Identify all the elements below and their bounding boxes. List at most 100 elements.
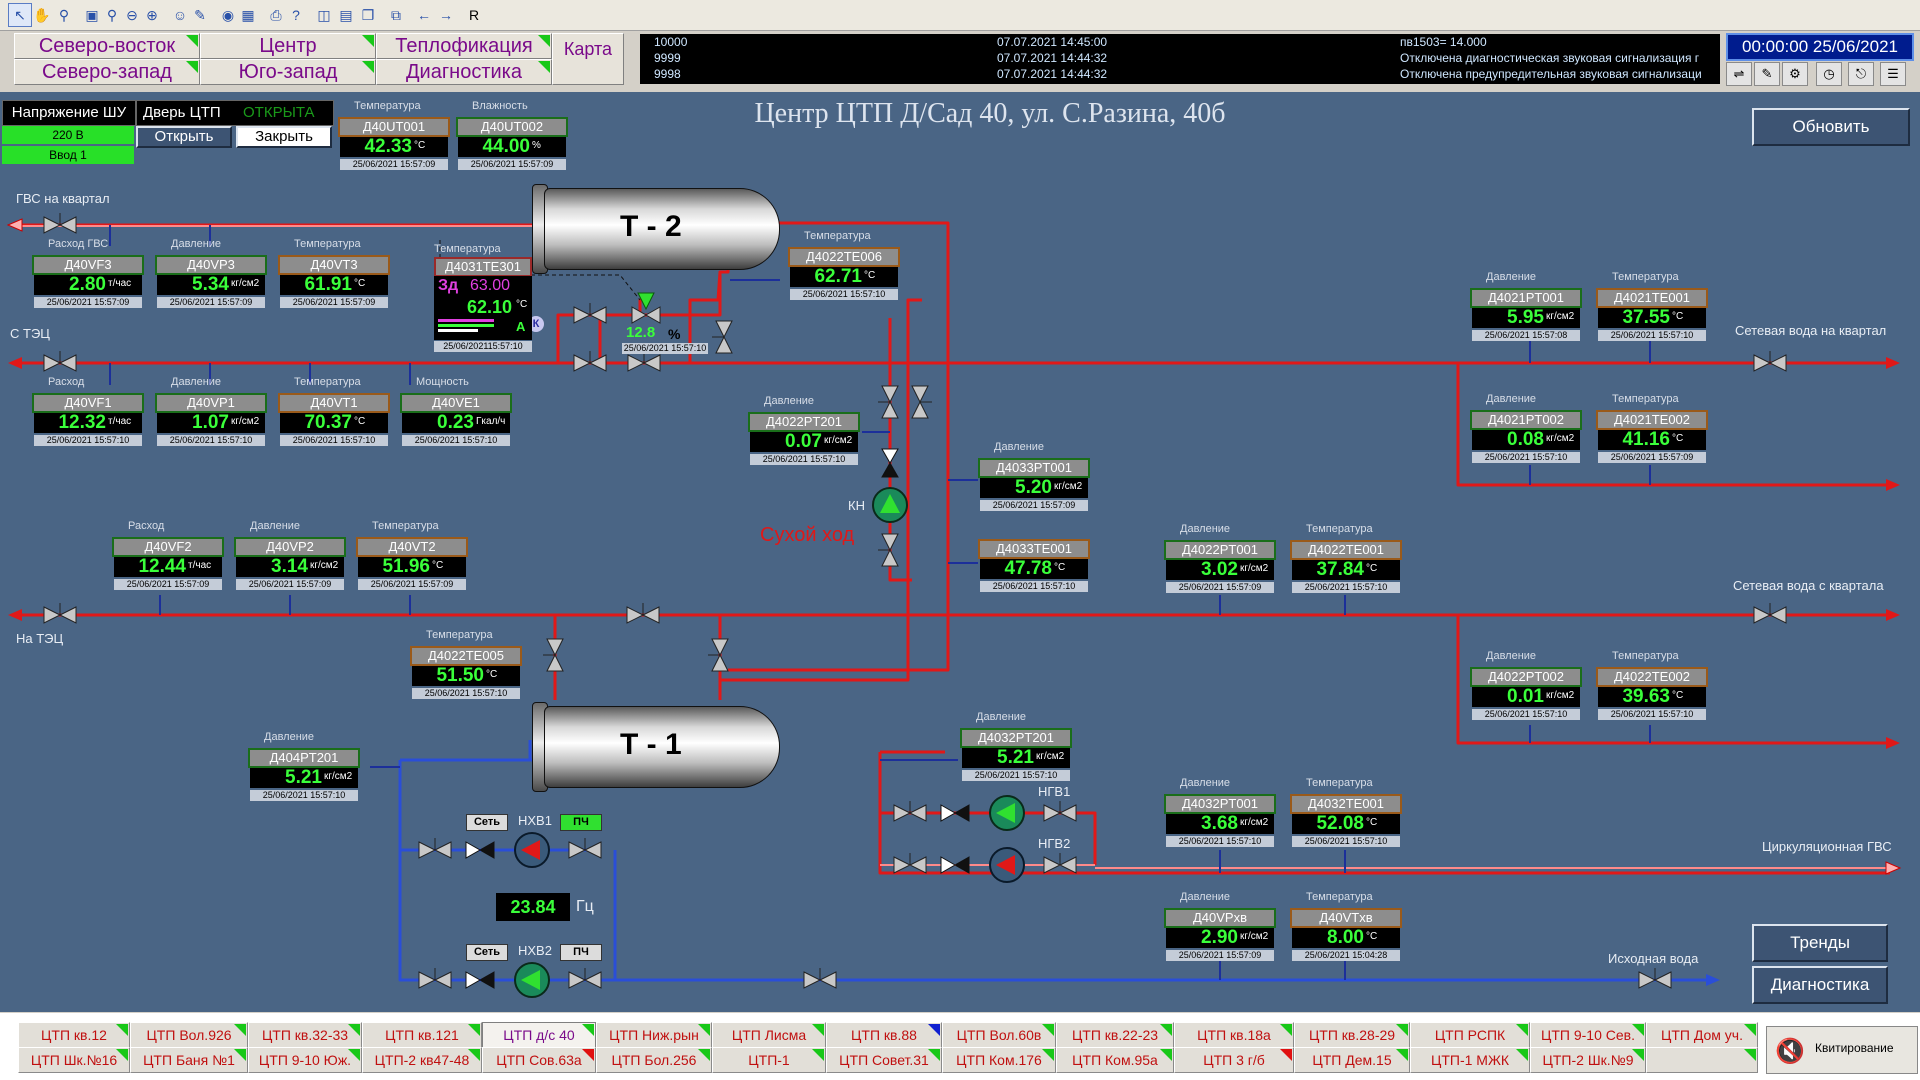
nav-diagnostika[interactable]: Диагностика <box>376 59 552 85</box>
station-tab[interactable]: ЦТП Лисма <box>712 1022 826 1048</box>
binoculars-icon[interactable]: ◉ <box>221 7 235 23</box>
network-icon[interactable]: ⇌ <box>1726 62 1752 86</box>
station-tab[interactable]: ЦТП Ком.176 <box>942 1047 1056 1073</box>
layout3-icon[interactable]: ❐ <box>361 7 375 23</box>
settings-icon[interactable]: ⚙ <box>1782 62 1808 86</box>
forward-icon[interactable]: → <box>439 7 453 23</box>
hvb2-net-button[interactable]: Сеть <box>466 944 508 961</box>
hand-icon[interactable]: ✋ <box>33 7 51 23</box>
station-tab[interactable]: ЦТП 9-10 Юж. <box>248 1047 362 1073</box>
station-tab[interactable]: ЦТП Ниж.рын <box>596 1022 712 1048</box>
tank-t2[interactable] <box>544 188 780 270</box>
nav-teplofikaciya[interactable]: Теплофикация <box>376 33 552 59</box>
nav-severo-vostok[interactable]: Северо-восток <box>14 33 200 59</box>
station-tab[interactable]: ЦТП кв.121 <box>362 1022 482 1048</box>
station-tab[interactable]: ЦТП Шк.№16 <box>18 1047 130 1073</box>
station-tab[interactable]: ЦТП кв.12 <box>18 1022 130 1048</box>
station-tab[interactable]: ЦТП-2 Шк.№9 <box>1530 1047 1646 1073</box>
station-tab[interactable]: ЦТП кв.28-29 <box>1294 1022 1410 1048</box>
event-log[interactable]: 10000 07.07.2021 14:45:00 пв1503= 14.000… <box>640 34 1720 84</box>
nav-severo-zapad[interactable]: Северо-запад <box>14 59 200 85</box>
door-open-button[interactable]: Открыть <box>136 126 232 148</box>
zoom-fit-icon[interactable]: ▣ <box>85 7 99 23</box>
clock-icon[interactable]: ◷ <box>1816 62 1842 86</box>
door-close-button[interactable]: Закрыть <box>236 126 332 148</box>
trends-button[interactable]: Тренды <box>1752 924 1888 962</box>
hvb1-pch-button[interactable]: ПЧ <box>560 814 602 831</box>
users-icon[interactable]: ☺ <box>172 7 188 23</box>
exit-door-icon[interactable]: ⎋ <box>1848 62 1874 86</box>
edit-icon[interactable]: ✎ <box>1754 62 1780 86</box>
layout2-icon[interactable]: ▤ <box>339 7 353 23</box>
printer-icon[interactable]: ⎙ <box>270 7 282 23</box>
zoom-in-icon[interactable]: ⊕ <box>146 7 158 23</box>
station-tab[interactable]: ЦТП Совет.31 <box>826 1047 942 1073</box>
magnify-icon[interactable]: ⚲ <box>58 7 70 23</box>
refresh-button[interactable]: Обновить <box>1752 108 1910 146</box>
station-tab[interactable]: ЦТП Ком.95а <box>1056 1047 1174 1073</box>
station-tab[interactable]: ЦТП Вол.60в <box>942 1022 1056 1048</box>
station-tab[interactable]: ЦТП-1 МЖК <box>1410 1047 1530 1073</box>
cursor-icon[interactable]: ↖ <box>8 3 32 27</box>
zoom-window-icon[interactable]: ⚲ <box>106 7 118 23</box>
station-tab[interactable]: ЦТП Сов.63а <box>482 1047 596 1073</box>
station-tab[interactable]: ЦТП Дом уч. <box>1646 1022 1758 1048</box>
station-tab[interactable]: ЦТП 9-10 Сев. <box>1530 1022 1646 1048</box>
station-tab[interactable]: ЦТП Вол.926 <box>130 1022 248 1048</box>
station-tab[interactable]: ЦТП кв.32-33 <box>248 1022 362 1048</box>
hvb2-pch-button[interactable]: ПЧ <box>560 944 602 961</box>
grid-icon[interactable]: ▦ <box>241 7 255 23</box>
nav-karta[interactable]: Карта <box>552 33 624 85</box>
nav-centr[interactable]: Центр <box>200 33 376 59</box>
layout1-icon[interactable]: ◫ <box>317 7 331 23</box>
diagnostics-button[interactable]: Диагностика <box>1752 966 1888 1004</box>
station-tab[interactable]: ЦТП-1 <box>712 1047 826 1073</box>
station-tab[interactable]: ЦТП 3 г/б <box>1174 1047 1294 1073</box>
station-tab[interactable]: ЦТП Дем.15 <box>1294 1047 1410 1073</box>
acknowledge-button[interactable]: 🔇 Квитирование <box>1766 1026 1918 1074</box>
station-tab[interactable]: ЦТП кв.18а <box>1174 1022 1294 1048</box>
station-tab[interactable]: ЦТП Баня №1 <box>130 1047 248 1073</box>
station-tab[interactable]: ЦТП Бол.256 <box>596 1047 712 1073</box>
station-tab[interactable]: ЦТП кв.88 <box>826 1022 942 1048</box>
zoom-out-icon[interactable]: ⊖ <box>126 7 138 23</box>
station-tab[interactable]: ЦТП д/с 40 <box>482 1022 596 1048</box>
r-button[interactable]: R <box>468 7 480 23</box>
help-icon[interactable]: ? <box>292 7 300 23</box>
config-icon[interactable]: ☰ <box>1880 62 1906 86</box>
back-icon[interactable]: ← <box>417 7 431 23</box>
windows-icon[interactable]: ⧉ <box>391 7 401 23</box>
station-tab[interactable]: ЦТП-2 кв47-48 <box>362 1047 482 1073</box>
user-edit-icon[interactable]: ✎ <box>194 7 206 23</box>
